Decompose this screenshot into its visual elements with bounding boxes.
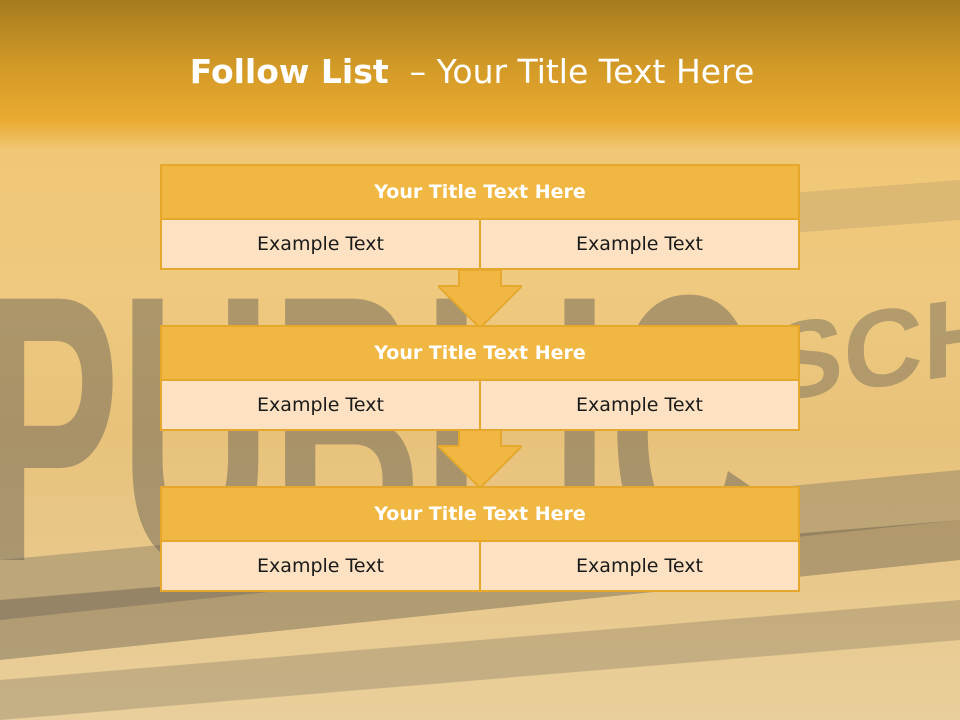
list-block-1: Your Title Text Here Example Text Exampl…	[160, 164, 800, 270]
slide-title: Follow List – Your Title Text Here	[0, 52, 944, 91]
down-arrow-icon	[438, 430, 522, 490]
list-block-2: Your Title Text Here Example Text Exampl…	[160, 325, 800, 431]
block-title: Your Title Text Here	[160, 325, 800, 381]
block-cell-right: Example Text	[481, 220, 800, 270]
slide-title-bold: Follow List	[189, 52, 389, 91]
down-arrow-icon	[438, 270, 522, 330]
list-block-3: Your Title Text Here Example Text Exampl…	[160, 486, 800, 592]
header-band	[0, 0, 960, 150]
block-cell-left: Example Text	[160, 381, 481, 431]
block-row: Example Text Example Text	[160, 542, 800, 592]
slide-title-rest: – Your Title Text Here	[388, 52, 755, 91]
block-cell-right: Example Text	[481, 381, 800, 431]
block-title: Your Title Text Here	[160, 486, 800, 542]
block-row: Example Text Example Text	[160, 220, 800, 270]
block-row: Example Text Example Text	[160, 381, 800, 431]
block-cell-left: Example Text	[160, 542, 481, 592]
block-cell-right: Example Text	[481, 542, 800, 592]
block-title: Your Title Text Here	[160, 164, 800, 220]
block-cell-left: Example Text	[160, 220, 481, 270]
